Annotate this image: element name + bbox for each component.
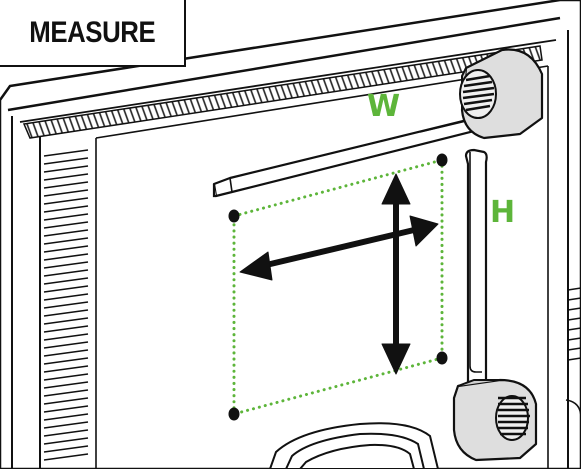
height-label: H [490,195,516,230]
mounting-hole-icon [436,153,448,167]
tape-measure-body-bottom [452,378,538,462]
mounting-hole-icon [228,209,240,223]
top-vent [22,45,543,139]
left-vent [43,149,89,461]
tape-measure-height [464,148,488,396]
stand-cutout [268,422,440,469]
double-arrow-icon [239,173,439,375]
page-title: MEASURE [28,15,155,49]
tape-measure-body-top [459,48,544,140]
mounting-hole-icon [228,407,240,421]
mounting-hole-icon [436,351,448,365]
title-box: MEASURE [0,0,186,67]
mount-pattern-outline [232,158,444,416]
mounting-holes [228,153,448,421]
width-label: W [367,89,401,124]
